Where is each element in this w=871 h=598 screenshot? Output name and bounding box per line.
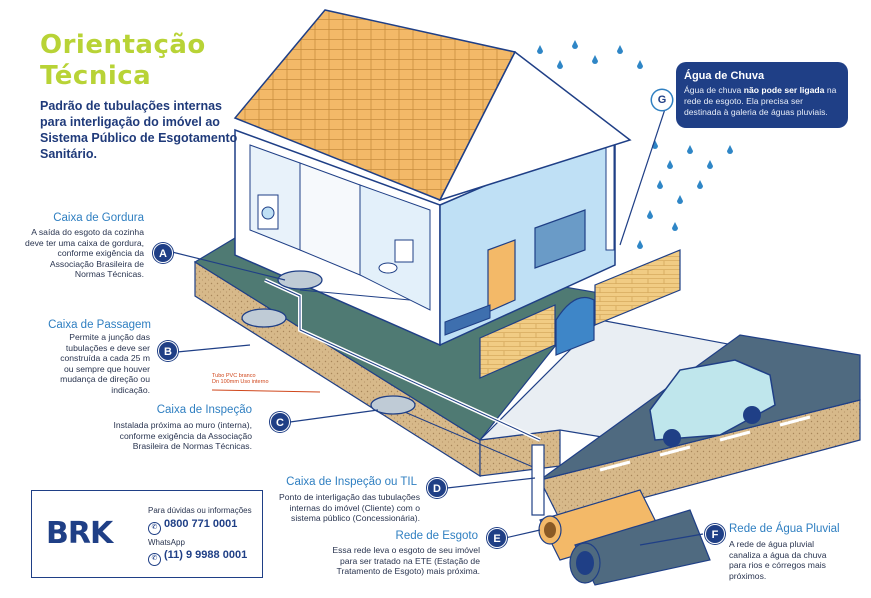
label-b-title: Caixa de Passagem — [48, 319, 151, 331]
rain-drops — [537, 40, 733, 249]
label-a-body: A saída do esgoto da cozinha deve ter um… — [25, 227, 144, 280]
pipe-note-line2: Dn 100mm Uso interno — [212, 379, 269, 385]
rain-body-pre: Água de chuva — [684, 85, 744, 95]
title-line1: Orientação — [40, 30, 206, 60]
label-e-title: Rede de Esgoto — [395, 530, 478, 542]
whatsapp-icon: ✆ — [148, 553, 161, 566]
title-line2: Técnica — [40, 61, 152, 91]
label-c-body: Instalada próxima ao muro (interna), con… — [113, 420, 252, 452]
til-pipe — [531, 444, 545, 516]
badge-b: B — [158, 341, 178, 361]
bench — [444, 304, 491, 336]
rain-body-post: na rede de esgoto. Ela precisa ser desti… — [684, 85, 837, 117]
label-a-title: Caixa de Gordura — [53, 212, 144, 224]
phone-icon: ✆ — [148, 522, 161, 535]
car — [649, 359, 776, 447]
contact-phone[interactable]: 0800 771 0001 — [164, 518, 238, 530]
label-f-title: Rede de Água Pluvial — [729, 523, 840, 535]
badge-g: G — [652, 90, 672, 110]
whatsapp-row: ✆(11) 9 9988 0001 — [148, 549, 247, 566]
rain-body: Água de chuva não pode ser ligada na red… — [684, 85, 840, 118]
page-title: Orientação Técnica — [40, 30, 206, 92]
badge-a: A — [153, 243, 173, 263]
label-c-title: Caixa de Inspeção — [156, 404, 252, 416]
contact-phone-row: ✆0800 771 0001 — [148, 518, 237, 535]
pipe-note: Tubo PVC branco Dn 100mm Uso interno — [212, 373, 269, 385]
rain-title: Água de Chuva — [684, 70, 765, 82]
badge-f: F — [705, 524, 725, 544]
contact-info-label: Para dúvidas ou informações — [148, 506, 252, 515]
brk-logo: BRK — [46, 516, 113, 551]
label-d-body: Ponto de interligação das tubulações int… — [279, 492, 420, 524]
contact-box: BRK Para dúvidas ou informações ✆0800 77… — [31, 490, 263, 578]
label-f-body: A rede de água pluvial canaliza a água d… — [729, 539, 827, 581]
whatsapp-label: WhatsApp — [148, 538, 185, 547]
label-d-title: Caixa de Inspeção ou TIL — [286, 476, 417, 488]
pipe-arrow — [211, 389, 321, 393]
rain-info-box: Água de Chuva Água de chuva não pode ser… — [676, 62, 848, 128]
roof — [233, 9, 632, 202]
whatsapp-number[interactable]: (11) 9 9988 0001 — [164, 549, 248, 561]
inspection-boxes — [241, 270, 416, 415]
internal-pipes — [264, 278, 541, 471]
front-wall — [479, 249, 681, 379]
badge-c: C — [270, 412, 290, 432]
label-b-body: Permite a junção das tubulações e deve s… — [60, 332, 150, 395]
badge-d: D — [427, 478, 447, 498]
pipe-note-line1: Tubo PVC branco — [212, 373, 256, 379]
house — [234, 128, 616, 347]
page-subtitle: Padrão de tubulações internas para inter… — [40, 99, 238, 161]
label-e-body: Essa rede leva o esgoto de seu imóvel pa… — [332, 545, 480, 577]
rain-body-bold: não pode ser ligada — [743, 85, 825, 95]
badge-e: E — [487, 528, 507, 548]
leader-lines — [171, 99, 704, 546]
